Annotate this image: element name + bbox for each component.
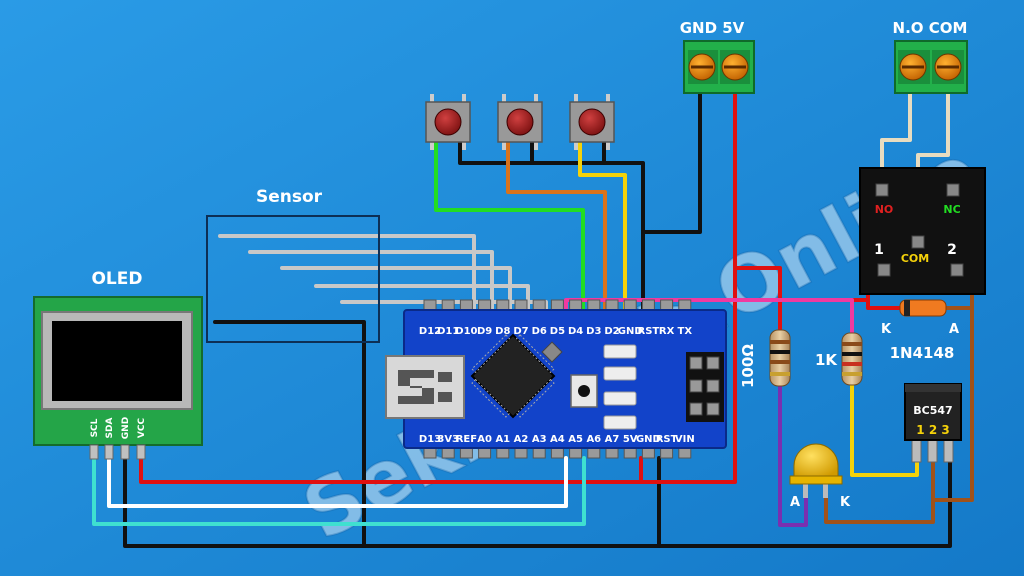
led-cathode-label: K bbox=[840, 495, 851, 510]
transistor-bc547: BC547 1 2 3 bbox=[904, 383, 962, 463]
oled-pin-vcc: VCC bbox=[137, 418, 147, 439]
wire-no-terminal bbox=[880, 90, 912, 187]
gnd5v-label: GND 5V bbox=[680, 19, 745, 37]
diode-a-label: A bbox=[949, 322, 959, 337]
wire-gnd-bus bbox=[123, 456, 952, 548]
nano-top-pin-label: D4 bbox=[568, 326, 583, 337]
terminal-gnd-5v bbox=[683, 40, 755, 94]
transistor-label: BC547 bbox=[913, 404, 952, 417]
nano-bottom-pin-label: 3V3 bbox=[437, 434, 459, 445]
wire-btn1-d4 bbox=[434, 140, 585, 312]
nano-top-pin-label: D6 bbox=[532, 326, 547, 337]
nano-bottom-pin-label: 5V bbox=[623, 434, 638, 445]
nano-bottom-pin-label: A2 bbox=[514, 434, 529, 445]
relay: NO NC COM 1 2 bbox=[859, 167, 986, 295]
resistor-1k-label: 1K bbox=[815, 351, 838, 369]
nano-top-pin-label: D10 bbox=[455, 326, 477, 337]
relay-coil1-label: 1 bbox=[874, 242, 884, 258]
terminal-no-com bbox=[894, 40, 968, 94]
resistor-100-ohm: 100Ω bbox=[739, 329, 791, 388]
nano-bottom-pin-label: A1 bbox=[495, 434, 510, 445]
wire-gnd-terminal bbox=[641, 92, 702, 234]
oled-pin-sda: SDA bbox=[105, 418, 115, 439]
push-button-2[interactable] bbox=[497, 94, 543, 150]
nano-top-pin-label: D12 bbox=[419, 326, 441, 337]
diode-1n4148: K A 1N4148 bbox=[881, 299, 959, 362]
nano-top-pin-label: D8 bbox=[495, 326, 510, 337]
relay-coil2-label: 2 bbox=[947, 242, 957, 258]
relay-nc-label: NC bbox=[943, 203, 960, 216]
nano-bottom-pin-label: A6 bbox=[586, 434, 601, 445]
wire-sensor-d11 bbox=[248, 250, 494, 312]
led: A K bbox=[789, 443, 851, 510]
nano-top-pin-label: RST bbox=[638, 326, 660, 337]
oled-screen bbox=[52, 321, 182, 401]
oled-module: SCL SDA GND VCC bbox=[33, 296, 203, 460]
sensor-label: Sensor bbox=[256, 187, 323, 207]
wire-sensor-d8 bbox=[340, 300, 548, 312]
nano-top-pin-label: D5 bbox=[550, 326, 565, 337]
led-anode-label: A bbox=[790, 495, 800, 510]
wire-btn3-d2 bbox=[578, 140, 627, 312]
resistor-100-label: 100Ω bbox=[739, 344, 757, 388]
wire-sensor-d10 bbox=[280, 266, 512, 312]
nano-bottom-pin-label: VIN bbox=[675, 434, 695, 445]
nano-top-pin-label: D2 bbox=[604, 326, 619, 337]
nano-bottom-pin-label: A5 bbox=[568, 434, 583, 445]
transistor-pins-label: 1 2 3 bbox=[916, 423, 949, 437]
nano-top-pin-label: RX bbox=[659, 326, 675, 337]
push-button-3[interactable] bbox=[569, 94, 615, 150]
wire-scl-a5 bbox=[92, 456, 586, 526]
nano-top-pin-label: TX bbox=[678, 326, 693, 337]
push-buttons bbox=[425, 94, 615, 150]
nano-bottom-pin-label: A0 bbox=[477, 434, 492, 445]
wire-btn2-d3 bbox=[506, 140, 607, 312]
wire-5v-main bbox=[639, 92, 737, 484]
nano-bottom-pin-label: A7 bbox=[605, 434, 620, 445]
usb-connector bbox=[385, 355, 465, 419]
wire-res1k-base bbox=[850, 383, 919, 477]
oled-pin-scl: SCL bbox=[90, 418, 100, 437]
nano-bottom-pin-label: D13 bbox=[419, 434, 441, 445]
wire-led-cathode bbox=[824, 458, 935, 524]
nocom-label: N.O COM bbox=[893, 19, 968, 37]
resistor-1k: 1K bbox=[815, 332, 863, 386]
nano-bottom-pin-label: RST bbox=[656, 434, 678, 445]
wires bbox=[92, 90, 974, 548]
oled-pin-gnd: GND bbox=[121, 417, 131, 439]
nano-bottom-pin-label: A4 bbox=[550, 434, 565, 445]
relay-no-label: NO bbox=[875, 203, 894, 216]
oled-label: OLED bbox=[91, 269, 142, 289]
relay-com-label: COM bbox=[901, 252, 929, 265]
push-button-1[interactable] bbox=[425, 94, 471, 150]
nano-bottom-pin-label: REF bbox=[456, 434, 477, 445]
nano-top-pin-label: GND bbox=[618, 326, 643, 337]
nano-bottom-pin-label: GND bbox=[636, 434, 661, 445]
diode-label: 1N4148 bbox=[890, 344, 955, 362]
reset-button[interactable] bbox=[570, 374, 598, 408]
nano-top-pin-label: D9 bbox=[477, 326, 492, 337]
icsp-header bbox=[686, 352, 724, 422]
wire-gnd-sensor bbox=[213, 320, 366, 548]
nano-bottom-pin-label: A3 bbox=[532, 434, 547, 445]
wire-5v-diode bbox=[866, 298, 902, 310]
nano-top-pin-label: D11 bbox=[437, 326, 459, 337]
wire-5v-oled bbox=[139, 456, 643, 484]
sensor-area bbox=[206, 215, 380, 343]
wire-gnd-buttons bbox=[458, 140, 645, 312]
wire-d5-res1k bbox=[564, 298, 854, 337]
wire-sda-a4 bbox=[107, 456, 568, 508]
nano-top-pin-label: D7 bbox=[513, 326, 528, 337]
nano-top-pin-label: D3 bbox=[586, 326, 601, 337]
diode-k-label: K bbox=[881, 322, 892, 337]
wire-led-anode bbox=[778, 383, 808, 527]
microcontroller-chip bbox=[470, 333, 556, 419]
